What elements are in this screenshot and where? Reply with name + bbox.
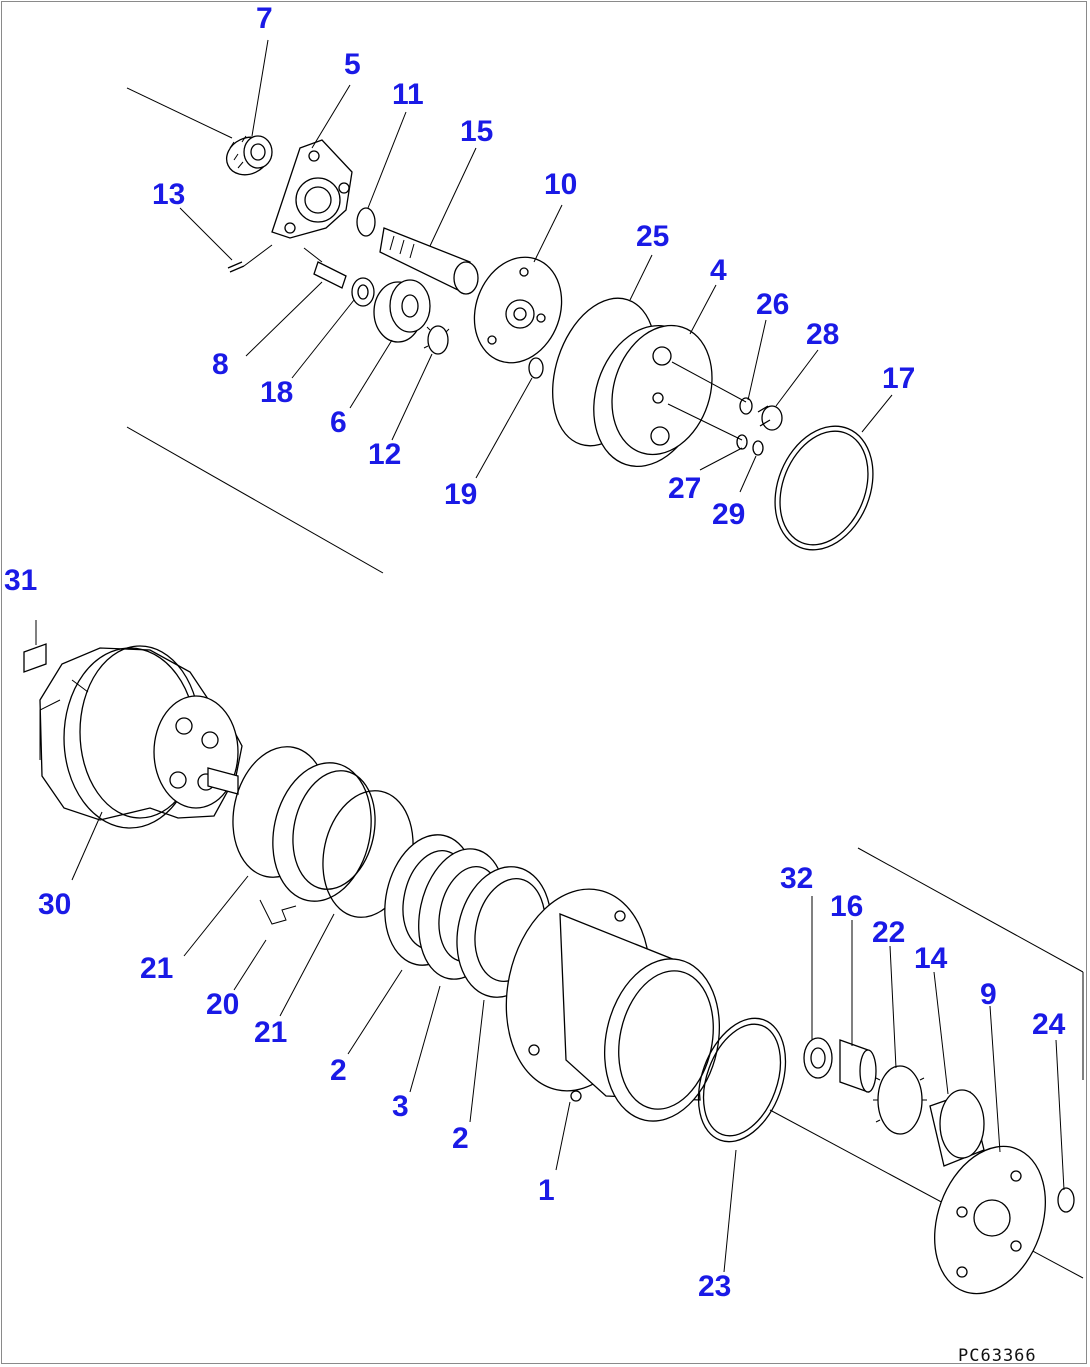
part-32-spacer	[803, 1037, 833, 1079]
part-8-pin	[303, 247, 347, 289]
part-7-pinion-gear	[226, 135, 273, 176]
callout-7: 7	[256, 2, 273, 35]
callout-14: 14	[914, 942, 948, 975]
leader-lines	[179, 39, 1065, 1273]
callout-25: 25	[636, 220, 670, 253]
drawing-code: PC63366	[958, 1346, 1037, 1366]
callout-17: 17	[882, 362, 916, 395]
callout-31: 31	[4, 564, 38, 597]
callout-2-left: 2	[330, 1054, 347, 1087]
callout-29: 29	[712, 498, 746, 531]
callout-4: 4	[710, 254, 727, 287]
part-19-ring	[528, 357, 544, 379]
callout-19: 19	[444, 478, 478, 511]
part-9-flange	[934, 1145, 1046, 1295]
section-lines	[126, 87, 1084, 1279]
callout-22: 22	[872, 916, 906, 949]
part-22-spline-gear	[873, 1065, 927, 1135]
callout-3: 3	[392, 1090, 409, 1123]
part-20-seal	[259, 762, 376, 925]
callout-30: 30	[38, 888, 72, 921]
callout-21-left: 21	[140, 952, 174, 985]
callout-11: 11	[392, 78, 424, 111]
part-12-sun-gear	[423, 325, 450, 355]
part-11-snap-ring	[356, 207, 376, 237]
callout-16: 16	[830, 890, 864, 923]
part-10-thrust-plate	[473, 256, 563, 364]
callout-10: 10	[544, 168, 578, 201]
callout-1: 1	[538, 1174, 555, 1207]
part-27-plug	[736, 434, 748, 450]
part-15-spline-shaft	[379, 227, 479, 295]
part-6-planet-gear	[373, 279, 431, 343]
part-30-travel-motor	[39, 645, 243, 881]
part-13-pin	[227, 244, 273, 273]
part-1-hub	[505, 888, 721, 1171]
callout-9: 9	[980, 978, 997, 1011]
part-14-bearing	[929, 1089, 985, 1167]
callout-32: 32	[780, 862, 814, 895]
part-24-ring	[1057, 1187, 1075, 1213]
part-29-o-ring	[752, 440, 764, 456]
part-5-carrier-plate	[271, 139, 353, 239]
callout-18: 18	[260, 376, 294, 409]
callout-13: 13	[152, 178, 186, 211]
part-4-cover	[593, 324, 747, 467]
callout-6: 6	[330, 406, 347, 439]
callout-15: 15	[460, 115, 494, 148]
callout-26: 26	[756, 288, 790, 321]
callout-8: 8	[212, 348, 229, 381]
part-18-thrust-washer	[351, 277, 375, 307]
part-31-name-plate	[23, 620, 47, 673]
part-23-o-ring	[697, 1017, 787, 1143]
part-28-plug	[757, 405, 783, 431]
callout-2-right: 2	[452, 1122, 469, 1155]
callout-28: 28	[806, 318, 840, 351]
callout-24: 24	[1032, 1008, 1066, 1041]
part-26-plug	[739, 397, 753, 415]
callout-20: 20	[206, 988, 240, 1021]
callout-12: 12	[368, 438, 402, 471]
callout-27: 27	[668, 472, 702, 505]
callout-21-right: 21	[254, 1016, 288, 1049]
part-16-collar	[839, 1039, 877, 1093]
callout-23: 23	[698, 1270, 732, 1303]
callout-5: 5	[344, 48, 361, 81]
part-17-retaining-ring	[774, 425, 874, 551]
